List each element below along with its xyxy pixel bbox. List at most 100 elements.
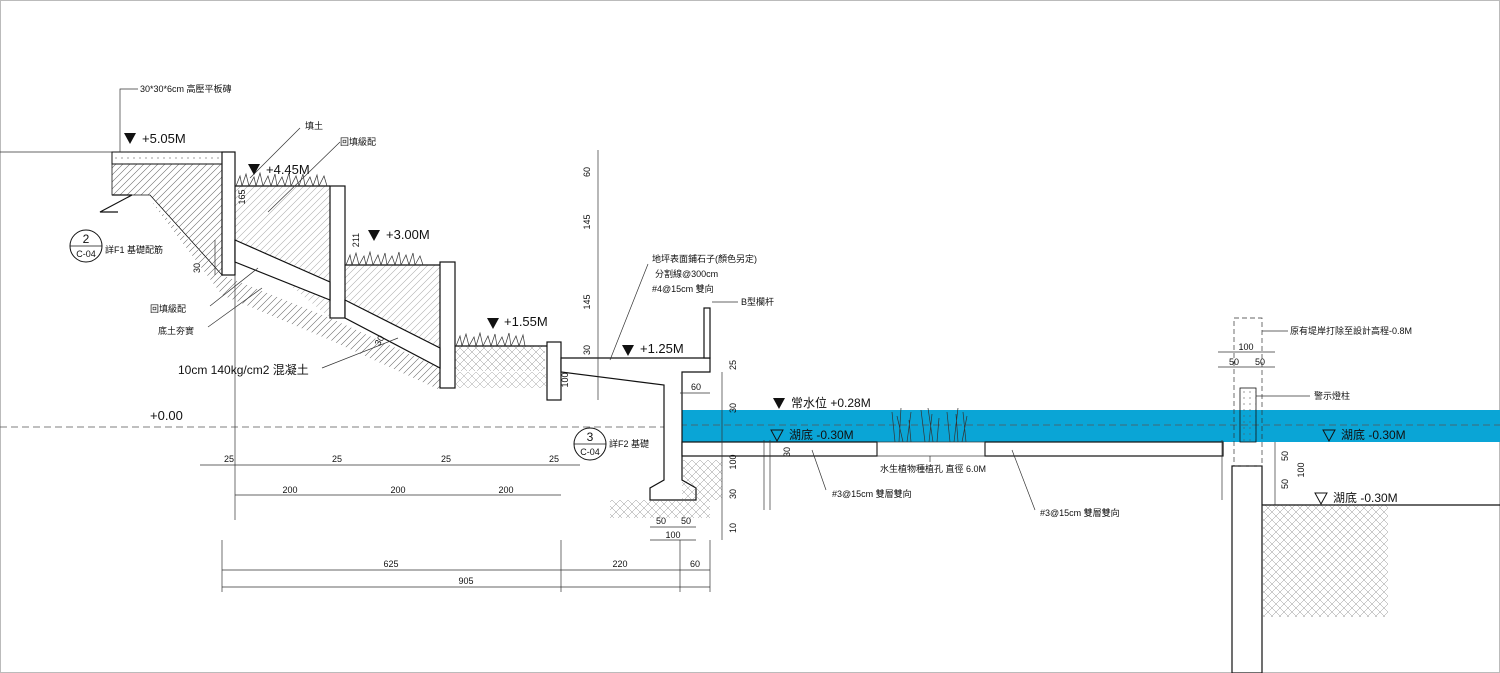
retaining-wall-1	[221, 151, 236, 276]
sloped-base-slab-2	[344, 299, 441, 369]
leader-concrete	[321, 337, 399, 369]
elev-lakebed-3: 湖底 -0.30M	[1333, 490, 1398, 505]
elev-300: +3.00M	[386, 227, 430, 242]
leader-subgrade	[207, 287, 263, 328]
label-surface-2: 分割線@300cm	[655, 268, 718, 279]
dim-211: 211	[351, 233, 361, 247]
dim-50d: 50	[1255, 357, 1265, 367]
label-plant-hole: 水生植物種植孔 直徑 6.0M	[880, 463, 986, 474]
label-surface-3: #4@15cm 雙向	[652, 283, 714, 294]
gravel-step3	[455, 346, 545, 371]
label-detail2: 詳F1 基礎配筋	[105, 244, 163, 255]
dim-30b: 30	[192, 263, 202, 273]
detail-callout-2[interactable]: 2 C-04	[69, 229, 103, 263]
elev-marker-300	[368, 230, 380, 241]
dim-50e: 50	[1280, 451, 1290, 461]
elev-normal-water: 常水位 +0.28M	[791, 395, 871, 410]
elev-125: +1.25M	[640, 341, 684, 356]
dim-905: 905	[458, 576, 473, 586]
label-backfill-left: 回填級配	[150, 303, 186, 314]
leader-backfill-top	[267, 141, 341, 213]
dim-100e: 100	[1296, 462, 1306, 477]
dim-50a: 50	[656, 516, 666, 526]
dim-100c: 100	[665, 530, 680, 540]
elev-marker-water	[773, 398, 785, 409]
water-body	[680, 410, 1500, 442]
dim-200a: 200	[282, 485, 297, 495]
dim-30c: 30	[373, 334, 387, 348]
dim-625: 625	[383, 559, 398, 569]
detail3-number: 3	[587, 430, 594, 444]
elev-lakebed-2: 湖底 -0.30M	[1341, 427, 1406, 442]
leader-backfill-left	[209, 267, 259, 307]
channel-side-soil	[682, 460, 722, 500]
dim-220: 220	[612, 559, 627, 569]
dim-200c: 200	[498, 485, 513, 495]
dim-25e: 25	[549, 454, 559, 464]
elev-marker-lakebed-3	[1314, 492, 1328, 506]
leader-surface	[609, 263, 649, 361]
label-demolish: 原有堤岸打除至設計高程-0.8M	[1290, 325, 1412, 336]
aquatic-plants	[891, 407, 968, 443]
label-railing: B型欄杆	[741, 296, 774, 307]
dim-145a: 145	[582, 214, 592, 229]
dim-25a: 25	[728, 360, 738, 370]
label-rebar-1: #3@15cm 雙層雙向	[832, 488, 912, 499]
channel-slab-left	[681, 441, 878, 457]
planting-hole	[876, 441, 986, 457]
elev-505: +5.05M	[142, 131, 186, 146]
dim-145b: 145	[582, 294, 592, 309]
dim-30e: 30	[728, 489, 738, 499]
elev-lakebed-1: 湖底 -0.30M	[789, 427, 854, 442]
dim-25d: 25	[441, 454, 451, 464]
warning-post-shape	[1239, 387, 1257, 443]
elev-marker-505	[124, 133, 136, 144]
label-paving: 30*30*6cm 高壓平板磚	[140, 83, 232, 94]
top-soil-mass	[111, 163, 223, 277]
retaining-wall-4	[546, 341, 562, 401]
label-detail3: 詳F2 基礎	[609, 438, 649, 449]
elev-marker-125	[622, 345, 634, 356]
dim-25c: 25	[332, 454, 342, 464]
dim-30a: 30	[582, 345, 592, 355]
elev-marker-lakebed-2	[1322, 429, 1336, 443]
dim-100d: 100	[1238, 342, 1253, 352]
right-bank-wall	[1231, 465, 1263, 673]
leader-fill-soil	[249, 127, 301, 179]
label-backfill-top: 回填級配	[340, 136, 376, 147]
sloped-base-slab	[234, 239, 331, 301]
elev-155: +1.55M	[504, 314, 548, 329]
dim-100b: 100	[728, 454, 738, 469]
break-line	[99, 194, 133, 213]
label-subgrade: 底土夯實	[158, 325, 194, 336]
dim-60a: 60	[582, 167, 592, 177]
channel-slab-right	[984, 441, 1224, 457]
detail2-number: 2	[83, 232, 90, 246]
footing-soil	[610, 500, 710, 518]
dim-60c: 60	[690, 559, 700, 569]
retaining-wall-3	[439, 261, 456, 389]
right-bank-soil	[1262, 505, 1388, 617]
leader-rebar-2	[1011, 449, 1036, 511]
soil-lower-left	[455, 372, 547, 388]
retaining-wall-2	[329, 185, 346, 319]
dim-30f: 30	[782, 447, 792, 457]
elev-marker-445	[248, 164, 260, 175]
dim-165: 165	[237, 189, 247, 204]
grass-step2	[345, 250, 424, 267]
dim-50c: 50	[1229, 357, 1239, 367]
dim-200b: 200	[390, 485, 405, 495]
dim-25b: 25	[224, 454, 234, 464]
grass-step3	[455, 331, 526, 348]
label-surface-1: 地坪表面鋪石子(顏色另定)	[652, 253, 757, 264]
detail-callout-3[interactable]: 3 C-04	[573, 427, 607, 461]
railing-post	[703, 307, 711, 359]
label-fill-soil: 填土	[305, 120, 323, 131]
detail3-sheet: C-04	[580, 447, 600, 457]
dim-100a: 100	[560, 372, 570, 387]
soil-hatch-mid	[150, 200, 440, 390]
label-concrete: 10cm 140kg/cm2 混凝土	[178, 362, 309, 377]
dim-50b: 50	[681, 516, 691, 526]
grass-step1	[235, 171, 328, 188]
detail2-sheet: C-04	[76, 249, 96, 259]
